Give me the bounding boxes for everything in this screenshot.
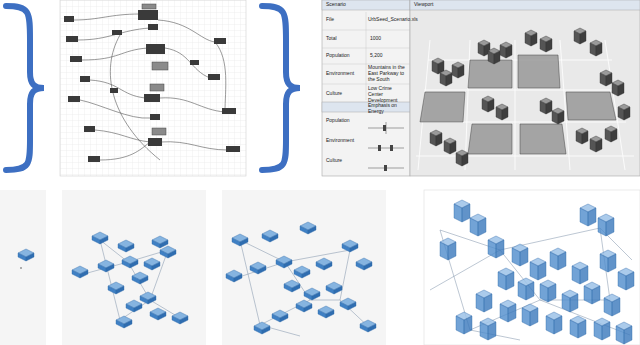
field-label: Environment [326, 71, 364, 77]
field-value: Mountains in the East Parkway to the Sou… [368, 65, 408, 82]
field-value: Low Crime Center Development Emphasis on… [368, 86, 408, 115]
field-value: UrbSeed_Scenario.xls [368, 17, 408, 23]
field-label: File [326, 17, 364, 23]
slider-label: Population [326, 118, 366, 124]
field-label: Total [326, 36, 364, 42]
field-value: 1000 [370, 36, 406, 42]
slider-label: Environment [326, 138, 366, 144]
tab-label: Viewport [414, 2, 454, 8]
field-label: Population [326, 53, 364, 59]
field-value: 5,200 [370, 53, 406, 59]
field-label: Culture [326, 91, 364, 97]
slider-label: Culture [326, 158, 366, 164]
tab-label: Scenario [326, 2, 366, 8]
